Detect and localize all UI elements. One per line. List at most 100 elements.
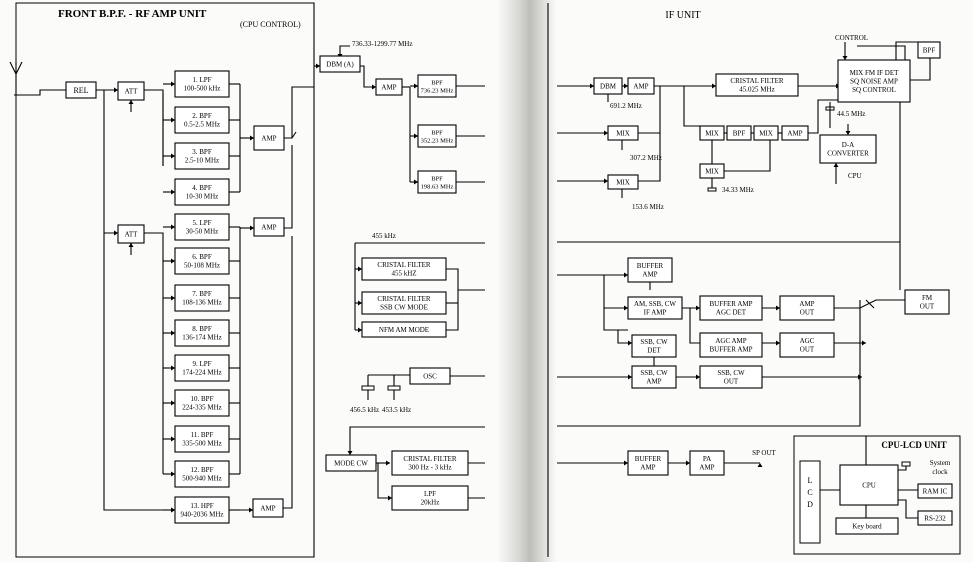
arrow-head xyxy=(696,374,700,380)
bpf-mid-3-text: BPF xyxy=(431,175,443,182)
filter-box-5-text: 5. LPF xyxy=(192,219,211,227)
wire xyxy=(895,41,918,60)
da-box-text: CONVERTER xyxy=(827,150,869,158)
filter-box-13-text: 940-2036 MHz xyxy=(181,511,224,519)
wire xyxy=(557,300,861,427)
ssb-amp-box-text: AMP xyxy=(646,378,661,386)
filter-box-6-text: 50-108 MHz xyxy=(184,262,220,270)
crystal-1-freq: 456.5 kHz xyxy=(350,406,379,414)
cristal-45-box xyxy=(715,73,799,97)
filter-box-4-text: 4. BPF xyxy=(192,184,212,192)
right-title: IF UNIT xyxy=(665,10,700,21)
f691-label: 691.2 MHz xyxy=(610,102,642,110)
dbm-box-text: DBM xyxy=(600,82,617,90)
filter-box-1 xyxy=(174,70,230,98)
filter-box-1-text: 100-500 kHz xyxy=(184,85,221,93)
filter-box-5-text: 30-50 MHz xyxy=(186,228,218,236)
arrow-head xyxy=(114,230,118,236)
cristal-455-box-text: CRISTAL FILTER xyxy=(377,261,431,269)
agc-out-box xyxy=(779,332,835,358)
bpf-mid-2-text: 352.23 MHz xyxy=(421,137,454,144)
amp-out-box-text: AMP xyxy=(799,300,814,308)
control-label: CONTROL xyxy=(835,34,868,42)
lpf-20-box xyxy=(391,485,469,511)
buffer-amp-2-text: AMP xyxy=(640,464,655,472)
left-title: FRONT B.P.F. - RF AMP UNIT xyxy=(58,8,207,20)
buffer-amp-1-text: BUFFER xyxy=(637,262,664,270)
filter-box-12-text: 500-940 MHz xyxy=(182,475,221,483)
cristal-ssb-box-text: SSB CW MODE xyxy=(380,304,428,312)
mix-box-3-text: MIX xyxy=(705,129,719,137)
cristal-300-box xyxy=(391,450,469,476)
freq-range-label: 736.33-1299.77 MHz xyxy=(352,40,412,48)
filter-bus-2 xyxy=(144,232,164,474)
f445-label: 44.5 MHz xyxy=(837,110,865,118)
wire xyxy=(689,308,700,344)
f307-label: 307.2 MHz xyxy=(630,154,662,162)
lcd-letter: D xyxy=(807,500,813,509)
filter-box-6-text: 6. BPF xyxy=(192,253,212,261)
arrow-head xyxy=(624,83,628,89)
arrow-head xyxy=(388,495,392,501)
filter-box-4-text: 10-30 MHz xyxy=(186,193,218,201)
filter-box-2-text: 0.5-2.5 MHz xyxy=(184,121,220,129)
mix-box-2 xyxy=(607,174,639,190)
mix-fm-box-text: SQ NOISE AMP xyxy=(850,77,898,85)
wire xyxy=(603,275,628,331)
mix-fm-box-text: SQ CONTROL xyxy=(852,86,896,94)
book-gutter xyxy=(497,0,557,562)
cpu-control-label: (CPU CONTROL) xyxy=(240,20,301,29)
bpf-if-box-text: BPF xyxy=(733,129,746,137)
wire xyxy=(446,268,459,331)
arrow-head xyxy=(776,340,780,346)
da-box-text: D-A xyxy=(842,141,854,149)
arrow-head xyxy=(776,305,780,311)
f455-label: 455 kHz xyxy=(372,232,396,240)
ssb-det-box-text: DET xyxy=(647,347,661,355)
sys-clock-label: System xyxy=(930,459,951,467)
amp-box-if-text: AMP xyxy=(787,129,802,137)
wire xyxy=(808,99,838,134)
wire xyxy=(865,299,875,309)
wire xyxy=(724,140,771,172)
crystal-icon-3433 xyxy=(707,187,717,192)
arrow-head xyxy=(171,400,175,406)
cpu-box xyxy=(839,464,899,506)
pa-amp-box-text: AMP xyxy=(699,464,714,472)
arrow-head xyxy=(358,300,362,306)
wire xyxy=(638,133,661,182)
filter-bus-3 xyxy=(103,233,175,511)
arrow-head xyxy=(347,451,353,455)
arrow-head xyxy=(171,436,175,442)
arrow-head xyxy=(842,56,848,60)
filter-box-3-text: 3. BPF xyxy=(192,148,212,156)
sys-clock-label: clock xyxy=(932,468,948,476)
wire xyxy=(291,131,297,139)
arrow-head xyxy=(171,117,175,123)
lcd-letter: L xyxy=(808,476,813,485)
am-ssb-box-text: AM, SSB, CW xyxy=(634,300,676,308)
da-cpu-label: CPU xyxy=(848,172,862,180)
filter-box-2-text: 2. BPF xyxy=(192,112,212,120)
arrow-head xyxy=(862,340,866,346)
rf-amp-1 xyxy=(253,125,285,151)
arrow-head xyxy=(624,305,628,311)
filter-box-11 xyxy=(174,425,230,453)
f153-label: 153.6 MHz xyxy=(632,203,664,211)
agc-buf-box-text: BUFFER AMP xyxy=(710,346,753,354)
rf-amp-3-text: AMP xyxy=(260,504,275,512)
arrow-head xyxy=(171,153,175,159)
fm-out-box-text: FM xyxy=(922,294,933,302)
wire xyxy=(910,58,931,81)
fm-out-box xyxy=(904,289,950,315)
filter-box-9-text: 174-224 MHz xyxy=(182,369,221,377)
arrow-head xyxy=(171,330,175,336)
rel-box-text: REL xyxy=(73,86,88,95)
arrow-head xyxy=(604,130,608,136)
arrow-head xyxy=(372,84,376,90)
filter-box-11-text: 335-500 MHz xyxy=(182,440,221,448)
filter-box-7-text: 7. BPF xyxy=(192,290,212,298)
crystal-2-freq: 453.5 kHz xyxy=(382,406,411,414)
